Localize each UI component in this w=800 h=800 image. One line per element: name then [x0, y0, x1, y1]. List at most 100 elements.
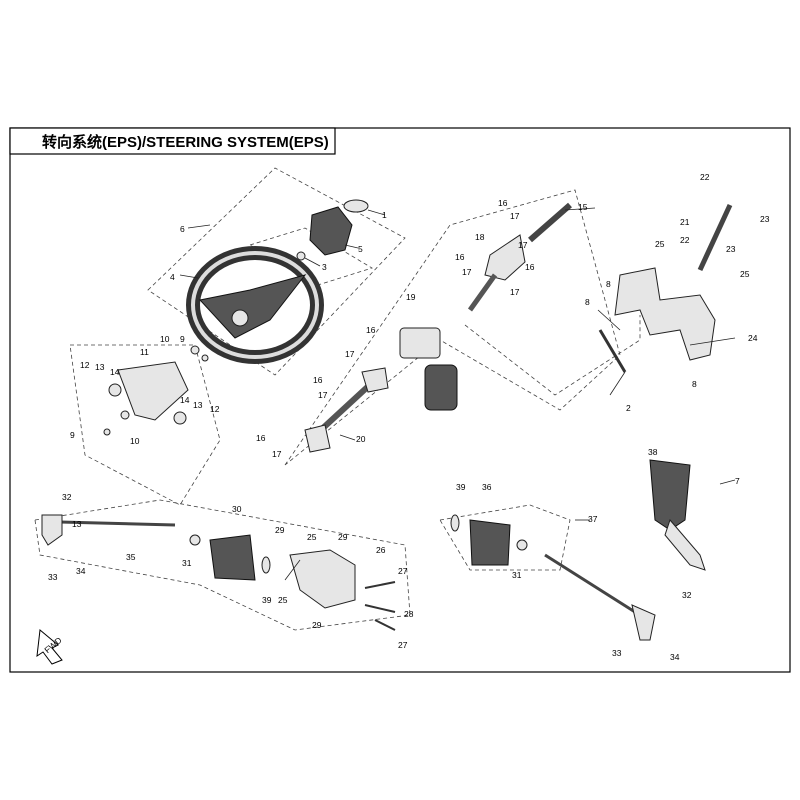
pedal-assembly: [649, 459, 691, 531]
washer-9a: [201, 354, 209, 362]
callout-2: 2: [626, 403, 631, 413]
column-support-frame: [614, 267, 716, 361]
callout-23a: 23: [760, 214, 770, 224]
left-tie-rod: [59, 520, 176, 527]
callout-22a: 22: [700, 172, 710, 182]
callout-34b: 34: [670, 652, 680, 662]
steering-gear-housing: [289, 549, 356, 609]
callout-13b: 13: [193, 400, 203, 410]
callout-17d: 17: [510, 287, 520, 297]
right-tie-rod: [544, 553, 636, 614]
bushing-right: [173, 411, 187, 425]
callout-12a: 12: [80, 360, 90, 370]
upper-u-joint: [484, 234, 526, 281]
callout-24: 24: [748, 333, 758, 343]
callout-4: 4: [170, 272, 175, 282]
callout-14a: 14: [110, 367, 120, 377]
callout-33a: 33: [48, 572, 58, 582]
gear-bolt-3: [374, 619, 396, 631]
callout-39a: 39: [262, 595, 272, 605]
horn-cap: [343, 199, 369, 213]
callout-7: 7: [735, 476, 740, 486]
callout-20: 20: [356, 434, 366, 444]
callout-16a: 16: [498, 198, 508, 208]
callout-38: 38: [648, 447, 658, 457]
callout-13a: 13: [95, 362, 105, 372]
callout-8c: 8: [692, 379, 697, 389]
callout-18: 18: [475, 232, 485, 242]
callout-9a: 9: [180, 334, 185, 344]
callout-16d: 16: [366, 325, 376, 335]
callout-16f: 16: [256, 433, 266, 443]
washer-9b: [103, 428, 111, 436]
washer-10b: [120, 410, 130, 420]
callout-21: 21: [680, 217, 690, 227]
callout-35: 35: [126, 552, 136, 562]
callout-16c: 16: [525, 262, 535, 272]
mid-u-joint: [361, 367, 389, 393]
gear-bolt-1: [364, 581, 396, 589]
callout-29b: 29: [338, 532, 348, 542]
callout-32a: 32: [62, 492, 72, 502]
title-box: [9, 127, 336, 155]
callout-30: 30: [232, 504, 242, 514]
diagram-border: [9, 127, 791, 673]
pedal-arm: [664, 519, 706, 571]
callout-14b: 14: [180, 395, 190, 405]
steering-wheel-inner: [191, 251, 319, 359]
callout-23b: 23: [726, 244, 736, 254]
column-mount-bracket: [117, 361, 189, 421]
left-boot-ring: [261, 556, 271, 574]
callout-29a: 29: [275, 525, 285, 535]
callout-8a: 8: [606, 279, 611, 289]
mount-group-outline: [69, 344, 221, 506]
left-boot-clamp: [189, 534, 201, 546]
callout-37: 37: [588, 514, 598, 524]
callout-27b: 27: [398, 640, 408, 650]
callout-25b: 25: [740, 269, 750, 279]
eps-motor: [424, 364, 458, 411]
callout-10b: 10: [130, 436, 140, 446]
callout-17c: 17: [462, 267, 472, 277]
column-tube: [467, 273, 498, 312]
callout-11: 11: [140, 347, 149, 357]
callout-29c: 29: [312, 620, 322, 630]
upper-steering-shaft: [528, 202, 572, 243]
callout-17a: 17: [510, 211, 520, 221]
callout-28: 28: [404, 609, 414, 619]
callout-16e: 16: [313, 375, 323, 385]
gear-bolt-2: [364, 604, 396, 613]
left-tie-rod-end: [41, 514, 63, 546]
callout-13c: 13: [72, 519, 82, 529]
steering-wheel-center: [231, 309, 249, 327]
column-link-outline: [464, 315, 641, 396]
left-rack-group-outline: [34, 499, 411, 631]
leader-lines: [179, 207, 736, 581]
washer-10a: [190, 345, 200, 355]
callout-25d: 25: [278, 595, 288, 605]
callout-32b: 32: [682, 590, 692, 600]
callouts: 1 6 5 3 4 10 9 11 12 13 14 14 13 12 9 10…: [48, 172, 770, 662]
callout-16b: 16: [455, 252, 465, 262]
tilt-damper: [697, 203, 733, 272]
callout-17f: 17: [318, 390, 328, 400]
callout-39b: 39: [456, 482, 466, 492]
right-boot: [469, 519, 511, 566]
callout-3: 3: [322, 262, 327, 272]
callout-33b: 33: [612, 648, 622, 658]
callout-22b: 22: [680, 235, 690, 245]
left-boot: [209, 534, 256, 581]
right-boot-clamp: [516, 539, 528, 551]
callout-25a: 25: [655, 239, 665, 249]
callout-5: 5: [358, 244, 363, 254]
steering-wheel-spokes: [199, 274, 307, 339]
fwd-arrow: [36, 629, 63, 665]
callout-9b: 9: [70, 430, 75, 440]
hub-nut: [296, 251, 306, 261]
hub-adapter: [309, 206, 353, 256]
callout-36: 36: [482, 482, 492, 492]
callout-27a: 27: [398, 566, 408, 576]
callout-10a: 10: [160, 334, 170, 344]
callout-15: 15: [578, 202, 588, 212]
